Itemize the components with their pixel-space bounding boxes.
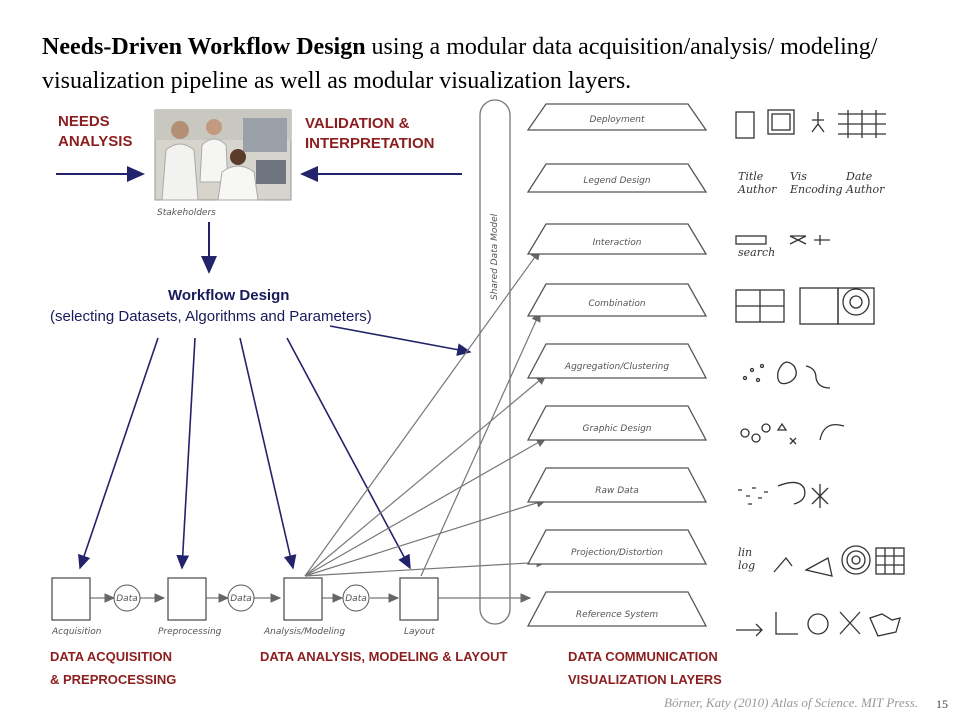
shared-data-model	[480, 100, 510, 624]
step-preprocessing-label: Preprocessing	[158, 627, 222, 637]
layer-legend-design: Legend Design	[528, 164, 706, 192]
step-layout-label: Layout	[404, 627, 435, 637]
svg-text:Deployment: Deployment	[589, 115, 645, 125]
step-analysis-box	[284, 578, 322, 620]
svg-text:Data: Data	[116, 594, 138, 604]
svg-text:Combination: Combination	[588, 299, 646, 309]
citation: Börner, Katy (2010) Atlas of Science. MI…	[664, 695, 918, 711]
svg-text:Graphic Design: Graphic Design	[583, 424, 652, 434]
layer-deployment: Deployment	[528, 104, 706, 130]
workflow-arrows	[80, 326, 470, 568]
svg-text:Legend Design: Legend Design	[583, 176, 650, 186]
step-analysis-label: Analysis/Modeling	[263, 627, 345, 637]
layer-stack: Deployment Legend Design Interaction Com…	[528, 104, 706, 626]
needs-analysis-label: NEEDS ANALYSIS	[58, 113, 132, 150]
group-analysis-label: DATA ANALYSIS, MODELING & LAYOUT	[260, 649, 508, 664]
group-acquisition-label: DATA ACQUISITION & PREPROCESSING	[50, 649, 176, 687]
step-layout-box	[400, 578, 438, 620]
layer-interaction: Interaction	[528, 224, 706, 254]
step-acquisition-box	[52, 578, 90, 620]
layer-raw-data: Raw Data	[528, 468, 706, 502]
step-preprocessing-box	[168, 578, 206, 620]
pipeline: Data Data Data Acquisition Preprocessing…	[51, 578, 438, 637]
layer-projection: Projection/Distortion	[528, 530, 706, 564]
stakeholders-label: Stakeholders	[157, 208, 216, 218]
sketch-search: search	[738, 246, 775, 259]
validation-label: VALIDATION & INTERPRETATION	[305, 115, 434, 152]
stakeholders-photo	[155, 110, 291, 200]
svg-text:Data: Data	[230, 594, 252, 604]
svg-text:Reference System: Reference System	[576, 610, 659, 620]
layer-reference-system: Reference System	[528, 592, 706, 626]
shared-data-model-label: Shared Data Model	[490, 213, 500, 300]
svg-text:Interaction: Interaction	[593, 238, 642, 248]
layer-graphic-design: Graphic Design	[528, 406, 706, 440]
page-number: 15	[936, 697, 948, 712]
svg-text:Raw Data: Raw Data	[595, 486, 638, 496]
svg-text:Projection/Distortion: Projection/Distortion	[571, 548, 663, 558]
group-communication-label: DATA COMMUNICATION VISUALIZATION LAYERS	[568, 649, 722, 687]
workflow-design-title: Workflow Design	[168, 287, 289, 304]
layer-combination: Combination	[528, 284, 706, 316]
layer-aggregation: Aggregation/Clustering	[528, 344, 706, 378]
svg-text:Aggregation/Clustering: Aggregation/Clustering	[564, 362, 669, 372]
workflow-design-subtitle: (selecting Datasets, Algorithms and Para…	[50, 308, 372, 325]
step-acquisition-label: Acquisition	[51, 627, 102, 637]
svg-text:Data: Data	[345, 594, 367, 604]
